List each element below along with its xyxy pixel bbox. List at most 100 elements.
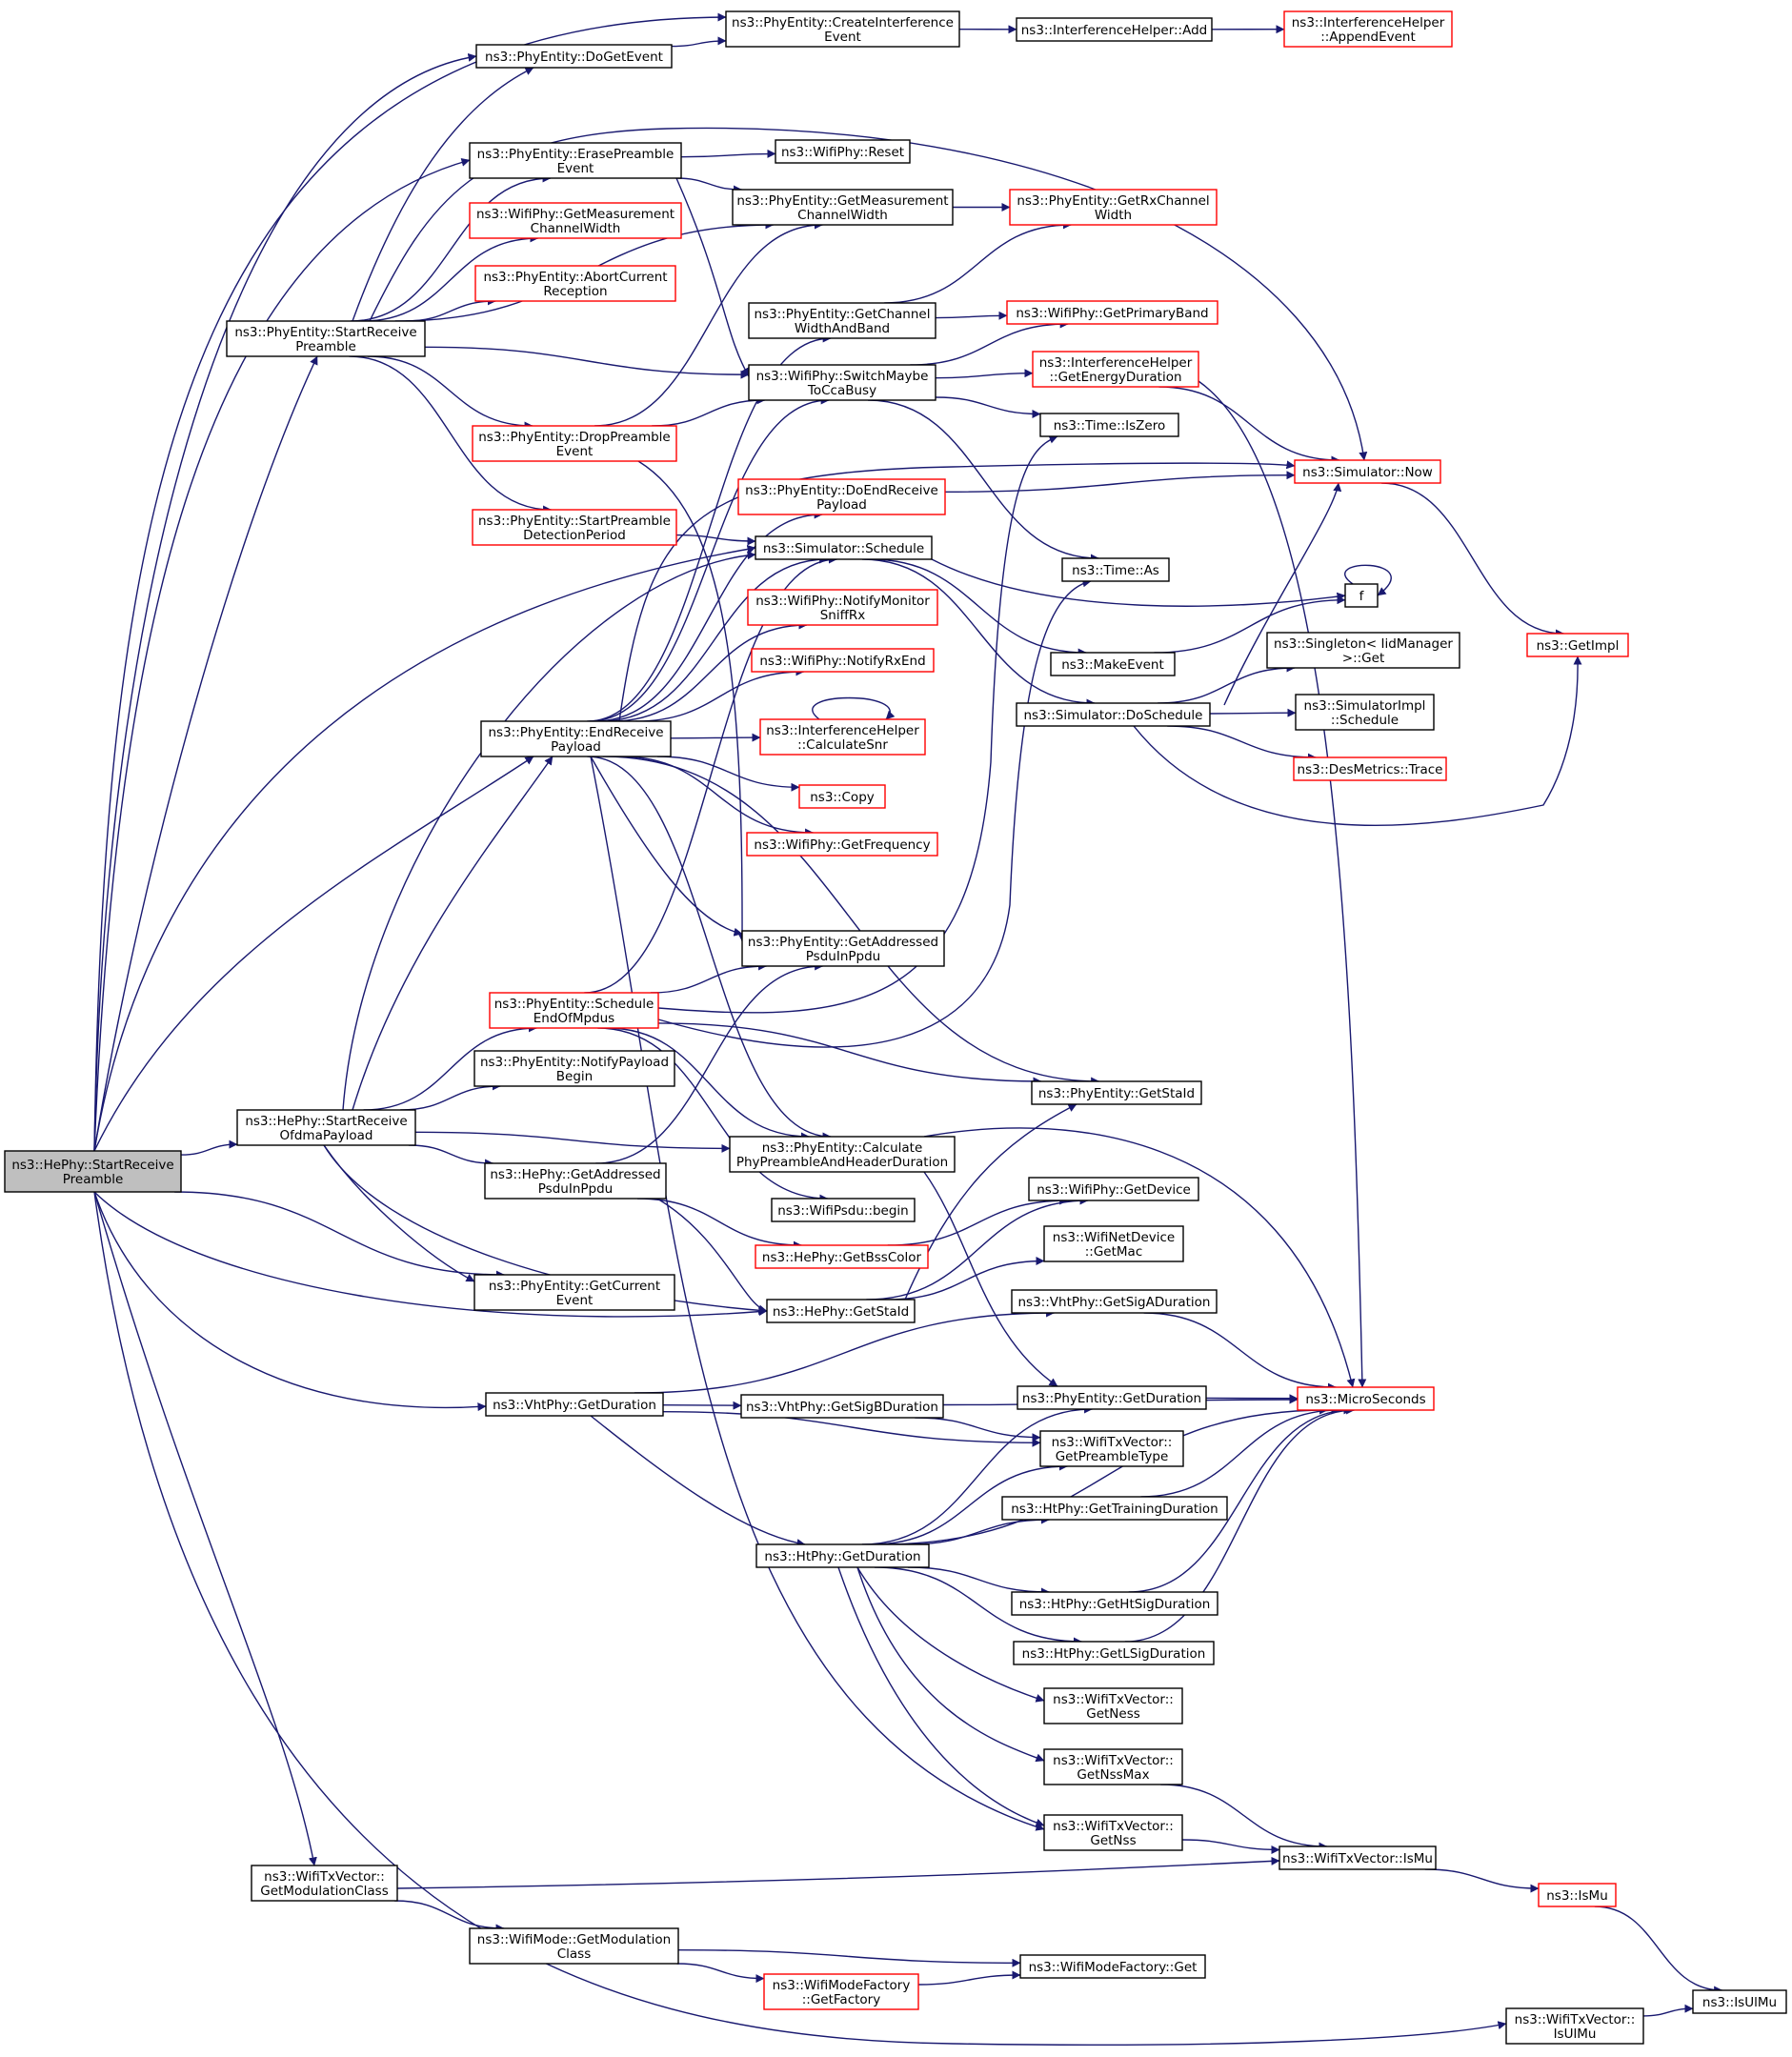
node-n26[interactable]: ns3::WifiPhy::NotifyRxEnd <box>751 648 935 673</box>
node-n33[interactable]: ns3::DesMetrics::Trace <box>1293 756 1447 781</box>
node-n65[interactable]: ns3::WifiMode::GetModulationClass <box>469 1927 679 1965</box>
node-label-line: ns3::WifiTxVector:: <box>1515 2012 1636 2027</box>
node-label-line: ns3::HePhy::StartReceive <box>245 1114 407 1129</box>
node-box <box>236 1109 416 1146</box>
node-n49[interactable]: ns3::VhtPhy::GetSigADuration <box>1011 1289 1218 1314</box>
node-n51[interactable]: ns3::VhtPhy::GetSigBDuration <box>740 1394 944 1419</box>
node-n6[interactable]: ns3::WifiPhy::Reset <box>775 139 911 164</box>
edge-n0-n1 <box>93 12 727 1152</box>
node-n67[interactable]: ns3::WifiModeFactory::GetFactory <box>763 1973 919 2010</box>
node-n56[interactable]: ns3::HtPhy::GetDuration <box>755 1543 930 1568</box>
node-n7[interactable]: ns3::PhyEntity::GetMeasurementChannelWid… <box>732 189 954 226</box>
node-label-line: ns3::IsMu <box>1546 1888 1608 1904</box>
node-n22[interactable]: ns3::Time::As <box>1061 557 1170 582</box>
node-n3[interactable]: ns3::InterferenceHelper::AppendEvent <box>1283 10 1453 48</box>
node-n25[interactable]: ns3::GetImpl <box>1526 633 1629 657</box>
node-label-line: ns3::PhyEntity::GetRxChannel <box>1017 193 1209 209</box>
edge-n37-n39 <box>657 1022 1042 1086</box>
node-box <box>1017 1385 1207 1410</box>
node-n68[interactable]: ns3::IsUlMu <box>1692 1989 1787 2014</box>
node-label-line: ns3::WifiModeFactory::Get <box>1029 1960 1198 1975</box>
edge-n5-n14 <box>675 177 750 377</box>
node-box <box>1283 10 1453 48</box>
node-box <box>1016 17 1213 42</box>
node-n4[interactable]: ns3::PhyEntity::DoGetEvent <box>475 44 673 69</box>
node-label-line: ns3::WifiPhy::Reset <box>781 145 904 160</box>
node-n58[interactable]: ns3::HtPhy::GetLSigDuration <box>1013 1641 1215 1665</box>
node-n34[interactable]: ns3::Copy <box>798 784 886 809</box>
node-n50[interactable]: ns3::VhtPhy::GetDuration <box>485 1392 664 1417</box>
node-n32[interactable]: ns3::InterferenceHelper::CalculateSnr <box>759 718 926 756</box>
node-n29[interactable]: ns3::Simulator::DoSchedule <box>1016 702 1211 727</box>
node-n44[interactable]: ns3::WifiPhy::GetDevice <box>1028 1177 1199 1201</box>
node-n30[interactable]: ns3::SimulatorImpl::Schedule <box>1295 694 1435 731</box>
node-box <box>472 425 677 462</box>
edge-n0-n5 <box>93 157 471 1152</box>
node-n54[interactable]: ns3::WifiTxVector::GetPreambleType <box>1039 1430 1184 1467</box>
node-n35[interactable]: ns3::WifiPhy::GetFrequency <box>746 832 938 857</box>
node-label-line: ::GetMac <box>1085 1244 1143 1260</box>
node-n21[interactable]: ns3::Simulator::Schedule <box>755 535 933 560</box>
node-n2[interactable]: ns3::InterferenceHelper::Add <box>1016 17 1213 42</box>
node-n62[interactable]: ns3::WifiTxVector::IsMu <box>1279 1845 1437 1870</box>
node-n60[interactable]: ns3::WifiTxVector::GetNssMax <box>1043 1748 1183 1785</box>
edge-n67-n66 <box>917 1970 1021 1986</box>
node-n13[interactable]: ns3::WifiPhy::GetPrimaryBand <box>1006 300 1218 325</box>
edge-n56-n53 <box>880 1405 1329 1545</box>
node-n16[interactable]: ns3::Time::IsZero <box>1039 413 1179 437</box>
node-n57[interactable]: ns3::HtPhy::GetHtSigDuration <box>1011 1591 1218 1616</box>
node-box <box>469 142 682 179</box>
node-n39[interactable]: ns3::PhyEntity::GetStaId <box>1031 1080 1202 1105</box>
node-box <box>1505 2007 1644 2045</box>
edge-n5-n7 <box>675 177 743 194</box>
node-n55[interactable]: ns3::HtPhy::GetTrainingDuration <box>1001 1496 1228 1521</box>
node-n28[interactable]: ns3::Singleton< IidManager >::Get <box>1266 632 1460 669</box>
node-n15[interactable]: ns3::InterferenceHelper::GetEnergyDurati… <box>1032 351 1199 388</box>
node-n69[interactable]: ns3::WifiTxVector::IsUlMu <box>1505 2007 1644 2045</box>
edge-n32-n32 <box>812 696 896 720</box>
node-n43[interactable]: ns3::WifiPsdu::begin <box>771 1198 916 1222</box>
edge-n48-n46 <box>887 1257 1045 1301</box>
node-n59[interactable]: ns3::WifiTxVector::GetNess <box>1043 1687 1183 1724</box>
node-n46[interactable]: ns3::WifiNetDevice::GetMac <box>1043 1225 1184 1262</box>
node-n45[interactable]: ns3::HePhy::GetBssColor <box>755 1244 929 1269</box>
node-n61[interactable]: ns3::WifiTxVector::GetNss <box>1043 1814 1183 1851</box>
node-n48[interactable]: ns3::HePhy::GetStaId <box>766 1299 916 1323</box>
node-box <box>1009 189 1218 226</box>
node-n41[interactable]: ns3::PhyEntity::CalculatePhyPreambleAndH… <box>729 1136 956 1173</box>
node-box <box>1295 694 1435 731</box>
node-n23[interactable]: f <box>1344 583 1379 608</box>
node-box <box>1692 1989 1787 2014</box>
node-label-line: ns3::PhyEntity::GetAddressed <box>748 935 938 950</box>
node-n63[interactable]: ns3::WifiTxVector::GetModulationClass <box>251 1865 398 1902</box>
node-n20[interactable]: ns3::PhyEntity::StartPreambleDetectionPe… <box>472 509 677 546</box>
node-n53[interactable]: ns3::MicroSeconds <box>1297 1386 1435 1411</box>
node-n27[interactable]: ns3::MakeEvent <box>1050 652 1176 676</box>
edge-n17-n14 <box>652 395 766 427</box>
node-n52[interactable]: ns3::PhyEntity::GetDuration <box>1017 1385 1207 1410</box>
node-n18[interactable]: ns3::Simulator::Now <box>1294 459 1441 484</box>
node-box <box>771 1198 916 1222</box>
node-n64[interactable]: ns3::IsMu <box>1538 1883 1617 1907</box>
node-n66[interactable]: ns3::WifiModeFactory::Get <box>1019 1954 1206 1979</box>
node-label-line: ns3::PhyEntity::StartPreamble <box>478 514 671 529</box>
node-label-line: ns3::HePhy::GetAddressed <box>490 1167 660 1182</box>
